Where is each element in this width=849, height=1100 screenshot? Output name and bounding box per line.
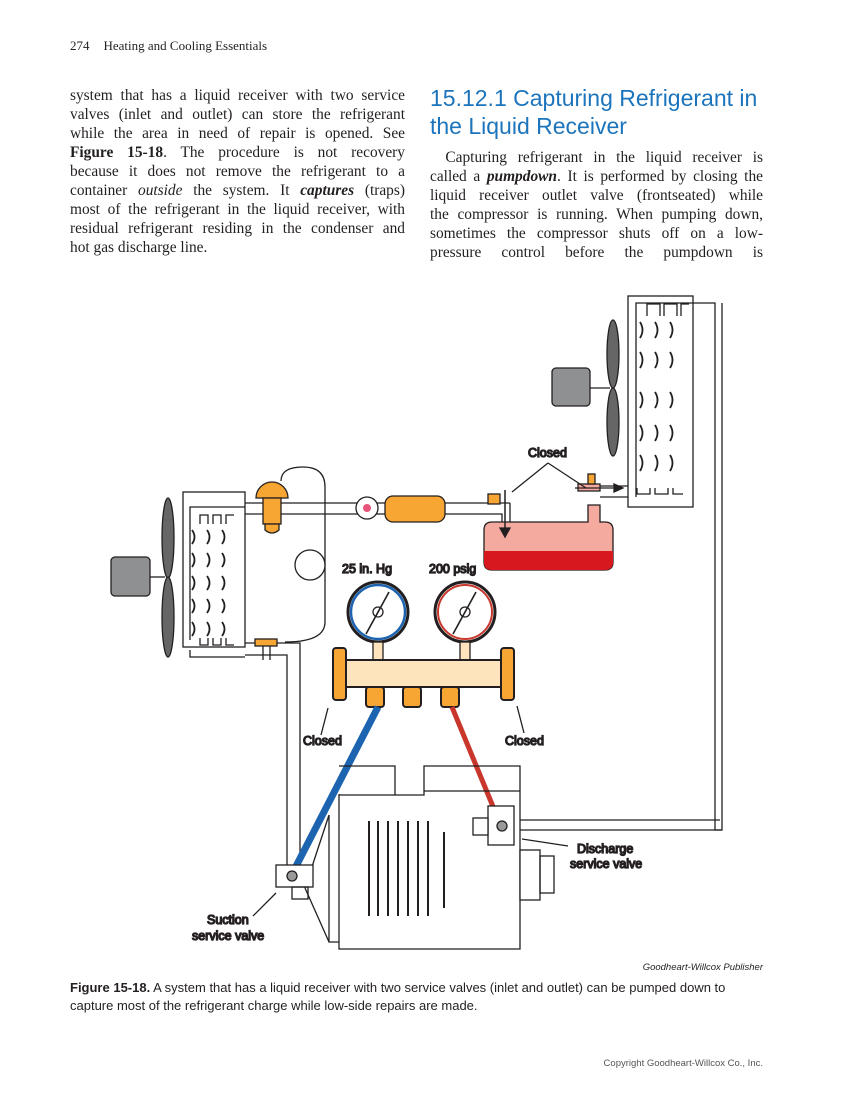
section-heading: 15.12.1 Capturing Refrigerant in the Liq… (430, 84, 757, 140)
text-run: called a (430, 168, 487, 185)
valve-arrows (252, 838, 569, 917)
heading-line: the Liquid Receiver (430, 113, 627, 139)
filter-drier (384, 495, 446, 523)
text-run: while the area in need of repair is open… (70, 125, 405, 142)
text-run: outside (138, 182, 183, 199)
left-column-text: system that has a liquid receiver with t… (70, 86, 405, 257)
suction-label: Suction (207, 913, 249, 927)
receiver (483, 473, 625, 571)
text-line: liquid receiver outlet valve (frontseate… (430, 186, 763, 205)
caption-label: Figure 15-18. (70, 980, 151, 995)
text-run: pressure control before the pumpdown is (430, 244, 763, 261)
text-run: container (70, 182, 138, 199)
text-line: the compressor is running. When pumping … (430, 205, 763, 224)
low-pressure-gauge (346, 580, 410, 661)
low-gauge-reading: 25 in. Hg (342, 562, 392, 576)
text-run: Figure 15-18 (70, 144, 164, 161)
condenser-fan (551, 319, 620, 457)
text-run: the compressor is running. When pumping … (430, 206, 763, 223)
expansion-valve (255, 466, 326, 643)
text-line: because it does not remove the refrigera… (70, 162, 405, 181)
manifold (332, 647, 515, 708)
high-side-valve-knob[interactable] (500, 647, 515, 701)
text-run: . The procedure is not recovery (163, 144, 405, 161)
text-line: sometimes the compressor shuts off on a … (430, 224, 763, 243)
text-run: liquid receiver outlet valve (frontseate… (430, 187, 763, 204)
text-line: hot gas discharge line. (70, 238, 405, 257)
evaporator-fan (110, 497, 175, 658)
figure-caption: Figure 15-18. A system that has a liquid… (70, 979, 763, 1015)
heading-line: 15.12.1 Capturing Refrigerant in (430, 85, 758, 111)
text-run: hot gas discharge line. (70, 239, 208, 256)
discharge-label: service valve (570, 857, 642, 871)
discharge-label: Discharge (577, 842, 633, 856)
condenser (627, 295, 723, 831)
text-line: residual refrigerant residing in the con… (70, 219, 405, 238)
text-run: residual refrigerant residing in the con… (70, 220, 405, 237)
text-line: valves (inlet and outlet) can store the … (70, 105, 405, 124)
right-column-text: Capturing refrigerant in the liquid rece… (430, 148, 763, 262)
text-run: (traps) (354, 182, 405, 199)
text-run: system that has a liquid receiver with t… (70, 87, 405, 104)
caption-text: A system that has a liquid receiver with… (70, 980, 726, 1013)
high-pressure-gauge (433, 580, 497, 661)
text-line: Capturing refrigerant in the liquid rece… (430, 148, 763, 167)
text-line: most of the refrigerant in the liquid re… (70, 200, 405, 219)
closed-arrows-manifold (320, 705, 525, 736)
text-run: captures (300, 182, 355, 199)
sight-glass (355, 496, 379, 520)
closed-label-left: Closed (303, 734, 342, 748)
page-number: 274 (70, 38, 90, 53)
copyright: Copyright Goodheart-Willcox Co., Inc. (603, 1058, 763, 1069)
text-line: system that has a liquid receiver with t… (70, 86, 405, 105)
text-line: Figure 15-18. The procedure is not recov… (70, 143, 405, 162)
text-line: pressure control before the pumpdown is (430, 243, 763, 262)
closed-arrows (511, 462, 587, 493)
text-run: . It is performed by closing the (556, 168, 763, 185)
text-run: the system. It (182, 182, 301, 199)
text-run: because it does not remove the refrigera… (70, 163, 405, 180)
high-gauge-reading: 200 psig (429, 562, 476, 576)
text-run: most of the refrigerant in the liquid re… (70, 201, 405, 218)
low-side-hose (287, 705, 382, 878)
low-side-valve-knob[interactable] (332, 647, 347, 701)
suction-label: service valve (192, 929, 264, 943)
text-line: container outside the system. It capture… (70, 181, 405, 200)
figure-credit: Goodheart-Willcox Publisher (642, 962, 763, 973)
text-line: called a pumpdown. It is performed by cl… (430, 167, 763, 186)
book-title: Heating and Cooling Essentials (103, 38, 268, 53)
running-header: 274 Heating and Cooling Essentials (70, 38, 281, 54)
text-run: pumpdown (486, 168, 557, 185)
text-run: Capturing refrigerant in the liquid rece… (430, 149, 763, 166)
compressor (275, 765, 722, 950)
closed-label-receiver: Closed (528, 446, 567, 460)
text-run: sometimes the compressor shuts off on a … (430, 225, 763, 242)
evaporator (182, 491, 301, 870)
text-line: while the area in need of repair is open… (70, 124, 405, 143)
text-run: valves (inlet and outlet) can store the … (70, 106, 405, 123)
closed-label-right: Closed (505, 734, 544, 748)
